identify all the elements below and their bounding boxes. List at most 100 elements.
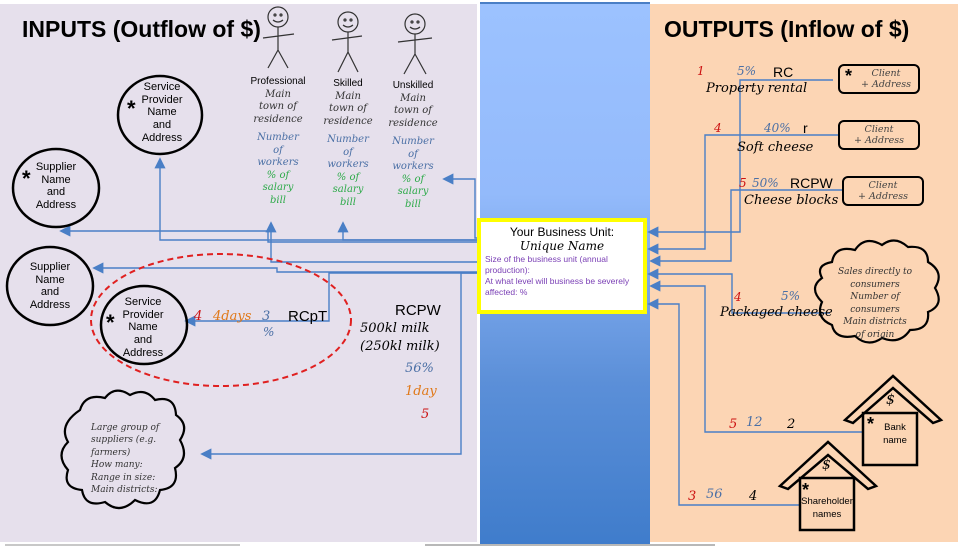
client-box[interactable]: * Client + Address bbox=[838, 64, 920, 94]
stick-figure-icon bbox=[262, 6, 295, 69]
stick-figure-icon bbox=[331, 11, 363, 73]
business-unit-title: Your Business Unit: bbox=[509, 225, 615, 239]
star-icon: * bbox=[867, 414, 875, 434]
service-provider-top-circle[interactable] bbox=[116, 74, 204, 156]
worker-salary: bill bbox=[270, 194, 286, 206]
worker-town: residence bbox=[323, 115, 373, 127]
worker-count: of bbox=[343, 146, 353, 158]
cloud-line: Number of bbox=[850, 292, 900, 303]
flow-percent: % bbox=[263, 325, 275, 339]
service-provider-circled-circle[interactable] bbox=[99, 284, 189, 366]
worker-salary: salary bbox=[397, 186, 429, 197]
cloud-line: Main districts bbox=[843, 317, 907, 328]
worker-town: residence bbox=[388, 117, 438, 129]
bank-number: 5 bbox=[729, 417, 738, 432]
worker-salary: % of bbox=[336, 171, 360, 183]
supplier-starred-label: Supplier Name and Address bbox=[35, 161, 77, 211]
rcpw-line2: (250kl milk) bbox=[360, 339, 440, 354]
product-code: RCPW bbox=[790, 175, 833, 191]
worker-salary: % of bbox=[266, 169, 290, 181]
arrow-from-cheese-blocks bbox=[649, 189, 842, 267]
arrow-from-soft-cheese bbox=[647, 134, 838, 255]
worker-salary: % of bbox=[401, 173, 425, 185]
supplier-plain-circle[interactable] bbox=[5, 245, 95, 327]
product-number: 4 bbox=[734, 290, 742, 304]
service-provider-circled-label: Service Provider Name and Address bbox=[122, 296, 164, 359]
business-unit-name: Unique Name bbox=[519, 239, 605, 253]
arrow-to-unskilled bbox=[442, 173, 477, 239]
worker-town: residence bbox=[253, 113, 303, 125]
supplier-plain-label: Supplier Name and Address bbox=[29, 261, 71, 311]
shareholders-count: 4 bbox=[749, 489, 758, 504]
star-icon: * bbox=[845, 66, 853, 86]
rcpw-number: 5 bbox=[421, 407, 430, 422]
product-name: Cheese blocks bbox=[744, 193, 839, 208]
product-number: 5 bbox=[739, 176, 747, 190]
worker-count: of bbox=[408, 148, 418, 160]
worker-count: Number bbox=[392, 136, 434, 147]
arrow-to-service-provider-circled bbox=[184, 272, 477, 327]
product-percent: 5% bbox=[781, 289, 801, 303]
worker-count: of bbox=[273, 144, 283, 156]
star-icon: * bbox=[802, 480, 810, 500]
client-label: Client bbox=[864, 124, 894, 135]
supplier-cloud-shape[interactable] bbox=[60, 389, 186, 510]
worker-count: Number bbox=[327, 134, 369, 145]
cloud-line: Range in size: bbox=[91, 472, 156, 483]
arrow-to-professional bbox=[265, 221, 477, 263]
cloud-line: farmers) bbox=[91, 447, 131, 458]
worker-salary: salary bbox=[332, 184, 364, 195]
shareholders-number: 3 bbox=[688, 489, 697, 504]
product-name: Packaged cheese bbox=[720, 305, 833, 320]
star-icon: * bbox=[22, 166, 31, 191]
rcpw-line1: 500kl milk bbox=[360, 321, 430, 336]
stick-figure-icon bbox=[397, 13, 433, 75]
worker-town: Main bbox=[400, 92, 426, 104]
worker-town: Main bbox=[335, 90, 361, 102]
arrow-to-supplier-starred bbox=[59, 225, 477, 243]
worker-town: Main bbox=[265, 88, 291, 100]
shareholders-house-icon[interactable] bbox=[777, 440, 879, 532]
rcpw-days: 1day bbox=[405, 384, 437, 399]
arrow-from-property-rental bbox=[647, 79, 833, 238]
worker-count: workers bbox=[392, 161, 434, 172]
inputs-title: INPUTS (Outflow of $) bbox=[22, 16, 261, 42]
worker-professional: Professional Main town of residence Numb… bbox=[245, 76, 311, 207]
product-name: Property rental bbox=[706, 81, 808, 96]
worker-count: workers bbox=[257, 157, 299, 168]
bank-value: 12 bbox=[746, 415, 763, 430]
bank-house-icon[interactable] bbox=[842, 374, 944, 467]
consumer-cloud-shape[interactable] bbox=[813, 239, 940, 344]
client-label: Client bbox=[868, 180, 898, 191]
worker-salary: bill bbox=[340, 196, 356, 208]
worker-salary: salary bbox=[262, 182, 294, 193]
client-address: + Address bbox=[854, 135, 904, 147]
arrow-to-skilled bbox=[337, 221, 477, 241]
star-icon: * bbox=[127, 96, 136, 121]
cloud-line: consumers bbox=[850, 279, 900, 290]
worker-town: town of bbox=[329, 103, 367, 114]
client-box[interactable]: Client + Address bbox=[838, 120, 920, 150]
client-address: + Address bbox=[861, 79, 911, 91]
product-percent: 50% bbox=[752, 176, 779, 190]
arrow-to-supplier-plain bbox=[92, 262, 477, 274]
worker-type: Skilled bbox=[333, 78, 363, 89]
arrow-from-shareholders bbox=[647, 298, 800, 506]
shareholders-label: Shareholder names bbox=[801, 496, 853, 521]
worker-type: Unskilled bbox=[392, 80, 434, 91]
arrow-to-supplier-cloud bbox=[200, 272, 477, 460]
bank-label: Bank name bbox=[883, 422, 907, 447]
business-unit-size: Size of the business unit (annual produc… bbox=[485, 254, 608, 276]
star-icon: * bbox=[106, 310, 115, 335]
business-unit-box[interactable]: Your Business Unit: Unique Name Size of … bbox=[477, 218, 647, 314]
divider bbox=[5, 544, 240, 546]
supplier-starred-circle[interactable] bbox=[11, 147, 101, 229]
dollar-icon: $ bbox=[822, 457, 831, 473]
arrow-from-packaged-cheese bbox=[647, 268, 830, 314]
client-box[interactable]: Client + Address bbox=[842, 176, 924, 206]
supplier-cloud-text: Large group of suppliers (e.g. farmers) … bbox=[91, 422, 159, 496]
client-label: Client bbox=[871, 68, 901, 79]
product-percent: 40% bbox=[764, 121, 791, 135]
bank-count: 2 bbox=[787, 417, 796, 432]
